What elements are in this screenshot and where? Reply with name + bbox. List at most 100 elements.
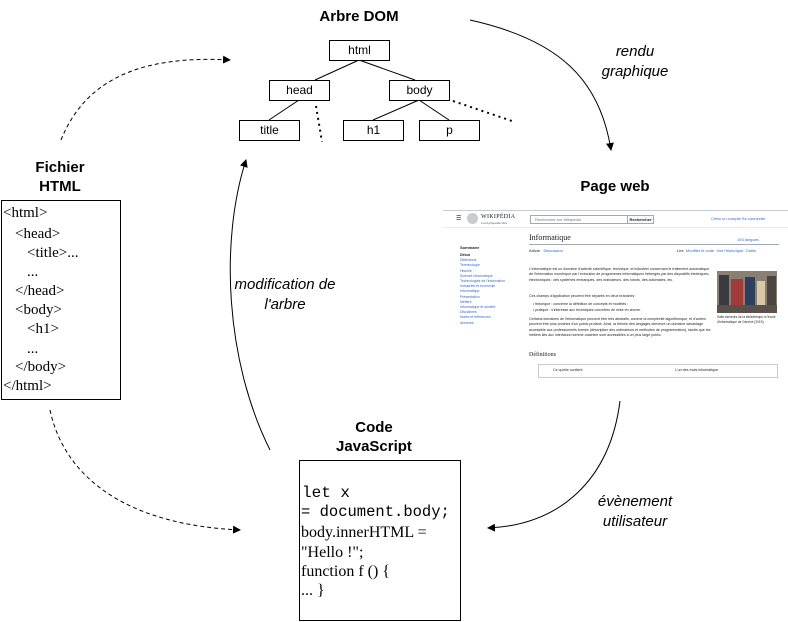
wp-tab-modifier: Modifier le code bbox=[685, 248, 715, 253]
dots-head-more bbox=[315, 105, 323, 143]
dom-node-html: html bbox=[329, 40, 390, 61]
code-line1: Code bbox=[355, 419, 393, 436]
wp-right-tabs: Lire Modifier le code Voir l'historique … bbox=[677, 248, 756, 253]
js-line-2: = document.body; bbox=[301, 503, 450, 521]
wp-paragraph-branches: Ces champs d'application peuvent être sé… bbox=[529, 294, 637, 298]
wp-page-title: Informatique bbox=[529, 233, 571, 242]
wp-def-left: Ce qu'elle contient bbox=[553, 368, 583, 372]
html-line-5: </head> bbox=[15, 283, 65, 299]
dom-title: Arbre DOM bbox=[319, 8, 399, 25]
wp-sidebar-item: Définitions bbox=[460, 258, 477, 263]
wp-sidebar-item: Disciplines bbox=[460, 310, 477, 315]
wp-tab-lire: Lire bbox=[677, 248, 684, 253]
wp-definitions-heading: Définitions bbox=[529, 352, 556, 358]
wp-bullet-pratique: • pratique : s'intéresse aux techniques … bbox=[533, 308, 642, 312]
code-js-title: Code JavaScript bbox=[319, 418, 429, 456]
arrow-dom-to-page bbox=[469, 19, 614, 151]
wp-sidebar-item: Annexes bbox=[460, 320, 474, 325]
code-line2: JavaScript bbox=[336, 438, 412, 455]
wp-thumbnail-image bbox=[717, 271, 777, 313]
wp-paragraph-intro: L'informatique est un domaine d'activité… bbox=[529, 267, 710, 282]
fichier-line1: Fichier bbox=[35, 159, 85, 176]
wp-sidebar-item: Présentation bbox=[460, 294, 480, 299]
fichier-html-title: Fichier HTML bbox=[20, 158, 100, 196]
webpage-thumbnail: ☰ WIKIPÉDIA L'encyclopédie libre Recherc… bbox=[443, 210, 788, 379]
menu-icon: ☰ bbox=[456, 216, 462, 222]
wp-title-rule bbox=[529, 244, 779, 245]
js-line-4: "Hello !"; bbox=[301, 544, 364, 561]
wp-tab-outils: Outils bbox=[745, 248, 756, 253]
label-evenement-line2: utilisateur bbox=[602, 513, 668, 530]
wp-sidebar-item: Technologies de l'information bbox=[460, 279, 506, 284]
label-modification: modification de l'arbre bbox=[220, 275, 350, 315]
wp-tab-article: Article bbox=[529, 248, 541, 253]
wp-sidebar-item: Histoire bbox=[460, 268, 472, 273]
wp-sidebar-item: Informatique et société bbox=[460, 305, 496, 310]
wikipedia-logo-icon bbox=[467, 213, 478, 224]
wp-languages: 193 langues bbox=[737, 237, 759, 242]
wp-topbar: ☰ WIKIPÉDIA L'encyclopédie libre Recherc… bbox=[443, 211, 788, 228]
arrow-page-to-js bbox=[487, 400, 621, 532]
wp-sidebar-item: Industries et économie bbox=[460, 284, 496, 289]
label-evenement: évènement utilisateur bbox=[585, 492, 685, 532]
wp-sidebar-item: Informatique bbox=[460, 289, 480, 294]
wp-sidebar-head: Sommaire bbox=[460, 245, 480, 250]
wp-tab-historique: Voir l'historique bbox=[716, 248, 744, 253]
label-modification-line1: modification de bbox=[234, 276, 336, 293]
wp-search-placeholder: Rechercher sur Wikipédia bbox=[535, 217, 581, 222]
js-line-1: let x bbox=[302, 484, 351, 502]
html-line-8: ... bbox=[27, 341, 39, 357]
edge-html-body bbox=[358, 59, 416, 81]
html-line-9: </body> bbox=[15, 359, 67, 375]
arrow-html-to-dom bbox=[60, 55, 231, 141]
dom-node-title: title bbox=[239, 120, 300, 141]
label-modification-line2: l'arbre bbox=[264, 296, 306, 313]
html-line-10: </html> bbox=[3, 378, 52, 394]
html-line-7: <h1> bbox=[27, 321, 59, 337]
wp-site-name: WIKIPÉDIA bbox=[481, 214, 516, 220]
server-room-photo bbox=[717, 271, 777, 313]
label-rendu-line1: rendu bbox=[615, 43, 655, 60]
dom-node-p: p bbox=[419, 120, 480, 141]
dom-node-h1: h1 bbox=[343, 120, 404, 141]
page-web-title: Page web bbox=[580, 178, 650, 195]
wp-site-tagline: L'encyclopédie libre bbox=[481, 221, 508, 225]
wp-tab-discussion: Discussion bbox=[543, 248, 563, 253]
wp-sidebar-item: Science informatique bbox=[460, 273, 493, 278]
html-line-2: <head> bbox=[15, 226, 61, 242]
dom-node-body: body bbox=[389, 80, 450, 101]
edge-body-h1 bbox=[372, 99, 420, 121]
wp-search-button: Rechercher bbox=[627, 215, 654, 224]
arrow-js-to-dom bbox=[229, 159, 271, 451]
html-file-box: <html> <head> <title>... ... </head> <bo… bbox=[1, 200, 121, 400]
html-line-6: <body> bbox=[15, 302, 62, 318]
arrow-html-to-js bbox=[49, 409, 241, 534]
js-line-6: ... } bbox=[301, 582, 325, 599]
label-rendu-graphique: rendu graphique bbox=[590, 42, 680, 82]
wp-thumbnail-caption: Salle serveurs de la bibliothèque à l'éc… bbox=[717, 315, 776, 324]
html-line-1: <html> bbox=[3, 205, 48, 221]
wp-sidebar-item: Métiers bbox=[460, 299, 472, 304]
wp-sidebar: Sommaire Début Définitions Terminologie … bbox=[460, 245, 526, 326]
label-rendu-line2: graphique bbox=[601, 63, 669, 80]
wp-bullet-theorique: • théorique : concerne la définition de … bbox=[533, 302, 629, 306]
wp-sidebar-item: Notes et références bbox=[460, 315, 491, 320]
js-code-box: let x = document.body; body.innerHTML = … bbox=[299, 460, 461, 621]
wp-tabs: Article Discussion bbox=[529, 248, 563, 253]
wp-def-right: L'un des mots informatique bbox=[675, 368, 719, 372]
js-line-3: body.innerHTML = bbox=[301, 524, 427, 541]
label-evenement-line1: évènement bbox=[597, 493, 673, 510]
html-line-4: ... bbox=[27, 264, 39, 280]
html-line-3: <title>... bbox=[27, 245, 79, 261]
edge-head-title bbox=[268, 99, 300, 121]
dots-body-more bbox=[452, 100, 513, 122]
wp-definitions-box: Ce qu'elle contient L'un des mots inform… bbox=[538, 364, 778, 378]
wp-paragraph-domains: Certains domaines de l'informatique peuv… bbox=[529, 317, 711, 338]
edge-body-p bbox=[418, 99, 450, 121]
wp-account-links: Créer un compte Se connecter bbox=[711, 216, 766, 221]
dom-node-head: head bbox=[269, 80, 330, 101]
js-line-5: function f () { bbox=[301, 563, 390, 580]
wp-sidebar-item: Terminologie bbox=[460, 263, 480, 268]
wp-sidebar-item: Début bbox=[460, 253, 470, 257]
